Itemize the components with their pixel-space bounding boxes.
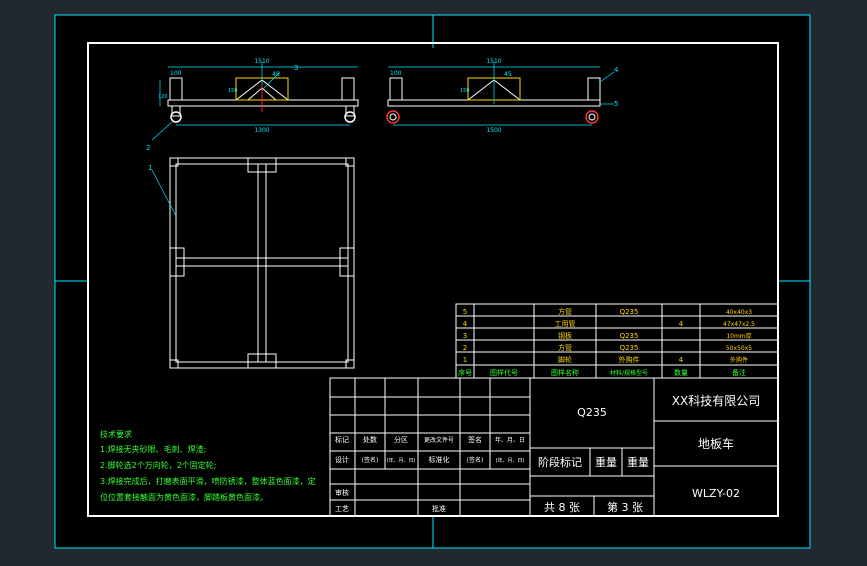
ptable-header-material: 材料/规格型号	[610, 369, 648, 377]
dim-height-right: 100	[390, 70, 402, 77]
parts-row-5-material: 外购件	[619, 355, 640, 364]
dim-angle-left: 45	[272, 71, 280, 78]
parts-row-4-name: 方管	[558, 343, 572, 352]
tb-change-doc: 更改文件号	[424, 436, 454, 444]
tb-company: XX科技有限公司	[672, 394, 760, 408]
leader-4: 4	[614, 66, 619, 74]
dim-top-width-right: 1510	[486, 58, 501, 65]
leader-3: 3	[294, 64, 298, 72]
leader-5: 5	[614, 100, 618, 108]
parts-row-5-name: 脚轮	[558, 355, 572, 364]
parts-row-2-no: 4	[463, 320, 468, 328]
tb-design-sign: (签名)	[362, 456, 379, 464]
tb-review: 审核	[335, 488, 349, 497]
notes-line-3: 3.焊接完成后，打磨表面平滑，喷防锈漆，整体蓝色面漆，定	[100, 476, 316, 486]
parts-row-3-name: 钢板	[558, 331, 572, 340]
tb-standard: 标准化	[429, 455, 450, 464]
tb-design-date: (年、月、日)	[387, 457, 416, 464]
tb-approve: 批准	[432, 504, 446, 513]
paper	[55, 15, 810, 548]
tb-count: 处数	[363, 435, 377, 444]
dim-post-right: 150	[460, 88, 470, 94]
front-view-left: 1510 1300 100 120 150 45 3	[158, 58, 359, 134]
notes-line-2: 2.脚轮选2个万向轮，2个固定轮;	[100, 460, 217, 470]
parts-table: 5 方管 Q235 40x40x3 4 工用管 4 47x47x2.5 3 钢板 Q235 10mm厚…	[455, 303, 779, 379]
parts-row-4-material: Q235	[620, 344, 639, 352]
front-view-right: 1510 1500 100 150 45 4 5	[386, 58, 619, 134]
parts-row-2-note: 47x47x2.5	[723, 321, 755, 328]
centering-marks	[54, 14, 811, 549]
dim-bottom-width-right: 1500	[486, 127, 501, 134]
tb-sheet-no: 第 3 张	[607, 500, 643, 514]
parts-row-4-note: 50x50x5	[726, 345, 752, 352]
dim-post-left: 150	[228, 88, 238, 94]
parts-row-2-name: 工用管	[555, 319, 576, 328]
tb-process: 工艺	[335, 505, 349, 513]
dim-bottom-width-left: 1300	[254, 127, 269, 134]
notes-line-1: 1.焊接无夹砂眼、毛刺、焊渣;	[100, 444, 206, 454]
tb-weight-label: 重量	[595, 455, 617, 469]
parts-row-1-no: 5	[463, 308, 467, 316]
notes-title: 技术要求	[100, 429, 132, 439]
tb-sign: 签名	[468, 435, 482, 444]
ptable-header-name: 图样名称	[551, 368, 579, 377]
ptable-header-note: 备注	[732, 368, 746, 377]
parts-row-5-note: 外购件	[730, 356, 748, 364]
parts-row-1-material: Q235	[620, 308, 639, 316]
title-block: 标记 处数 分区 更改文件号 签名 年、月、日 设计 (签名) (年、月、日) …	[329, 377, 779, 517]
parts-row-5-qty: 4	[679, 356, 684, 364]
tb-design: 设计	[335, 455, 349, 464]
tb-date: 年、月、日	[495, 436, 525, 444]
plan-view: 1 2	[146, 121, 355, 369]
parts-row-3-material: Q235	[620, 332, 639, 340]
parts-row-5-no: 1	[463, 356, 467, 364]
ptable-header-qty: 数量	[674, 368, 688, 377]
ptable-header-code: 图样代号	[490, 368, 518, 377]
technical-notes: 技术要求 1.焊接无夹砂眼、毛刺、焊渣; 2.脚轮选2个万向轮，2个固定轮; 3…	[100, 429, 316, 502]
dim-side-left: 120	[158, 94, 168, 100]
tb-total-sheets: 共 8 张	[544, 501, 580, 514]
tb-drawing-no: WLZY-02	[692, 487, 740, 500]
parts-row-2-qty: 4	[679, 320, 684, 328]
parts-row-4-no: 2	[463, 344, 467, 352]
parts-row-3-note: 10mm厚	[726, 333, 751, 340]
tb-scale-label: 重量	[627, 455, 649, 469]
dim-angle-right: 45	[504, 71, 512, 78]
parts-row-1-name: 方管	[558, 307, 572, 316]
parts-row-3-no: 3	[463, 332, 467, 340]
leader-1: 1	[148, 164, 152, 172]
tb-drawing-name: 地板车	[698, 436, 734, 451]
tb-zone: 分区	[394, 435, 408, 444]
ptable-header-no: 序号	[458, 368, 472, 377]
tb-material: Q235	[577, 406, 607, 419]
leader-2: 2	[146, 144, 150, 152]
tb-std-date: (年、月、日)	[496, 457, 525, 464]
dim-top-width-left: 1510	[254, 58, 269, 65]
tb-std-sign: (签名)	[467, 456, 484, 464]
tb-mark: 标记	[335, 435, 349, 444]
tb-stage-label: 阶段标记	[538, 455, 582, 469]
parts-row-1-note: 40x40x3	[726, 309, 752, 316]
notes-line-4: 位位置套接触面为黄色面漆，脚踏板黄色面漆。	[100, 492, 268, 502]
dim-height-left: 100	[170, 70, 182, 77]
